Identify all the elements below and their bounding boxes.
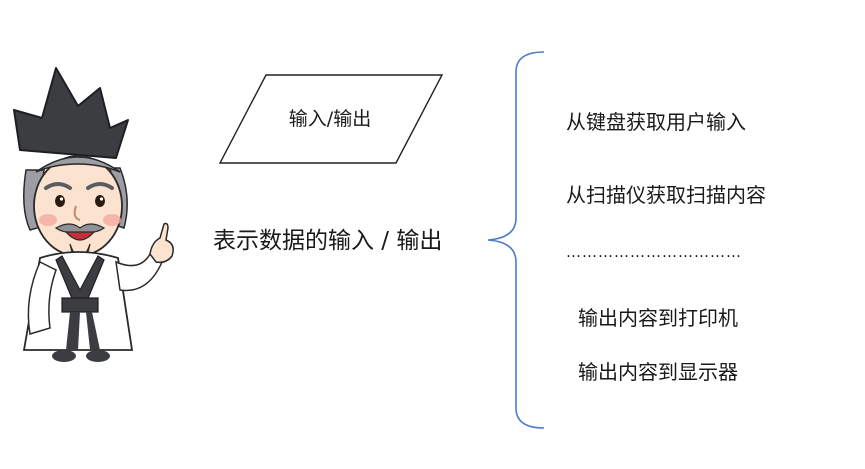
example-ellipsis: …………………………… — [566, 243, 742, 261]
example-keyboard-input: 从键盘获取用户输入 — [566, 110, 746, 134]
example-scanner-input: 从扫描仪获取扫描内容 — [566, 183, 766, 207]
curly-brace-icon — [487, 51, 545, 429]
example-display-output: 输出内容到显示器 — [578, 360, 738, 384]
io-parallelogram-shape — [218, 74, 444, 164]
sage-character-icon — [13, 67, 174, 362]
example-printer-output: 输出内容到打印机 — [578, 306, 738, 330]
io-description: 表示数据的输入 / 输出 — [213, 228, 443, 254]
io-shape-label: 输入/输出 — [288, 108, 372, 130]
